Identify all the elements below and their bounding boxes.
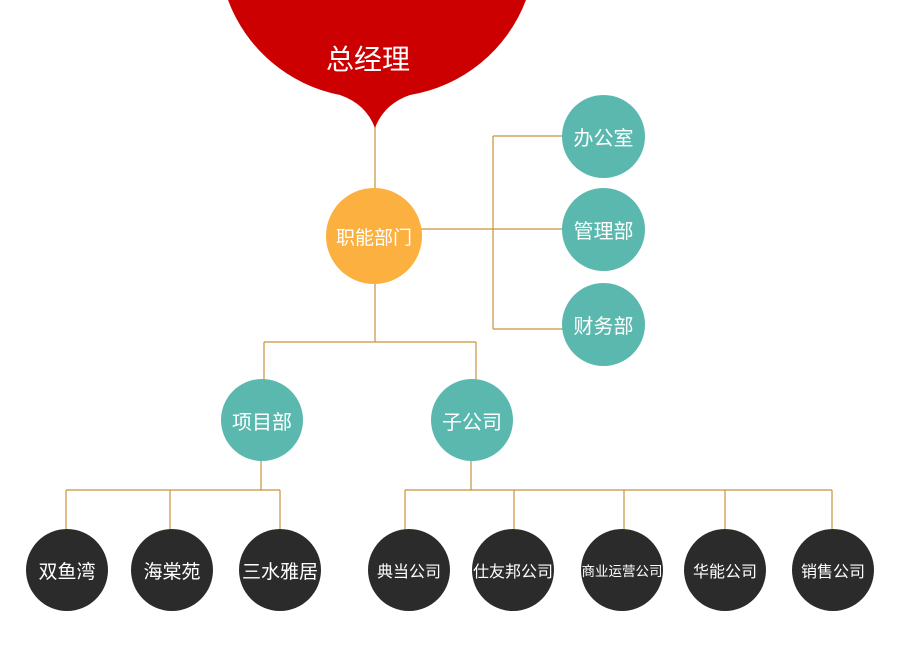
finance-dept-node: 财务部 [562,283,645,366]
root-drop-shape [228,0,526,128]
project-shuangyuwan-node: 双鱼湾 [26,529,108,611]
subsidiary-sales-node: 销售公司 [792,529,874,611]
subsidiary-commercial-ops-node: 商业运营公司 [581,529,663,611]
functional-dept-node: 职能部门 [326,188,422,284]
management-dept-node: 管理部 [562,188,645,271]
project-dept-node: 项目部 [221,379,303,461]
subsidiary-node: 子公司 [431,379,513,461]
office-node: 办公室 [562,95,645,178]
project-sanshuiyaju-node: 三水雅居 [239,529,321,611]
subsidiary-shiyoubang-node: 仕友邦公司 [472,529,554,611]
subsidiary-huaneng-node: 华能公司 [684,529,766,611]
subsidiary-pawn-node: 典当公司 [368,529,450,611]
project-haitangyuan-node: 海棠苑 [131,529,213,611]
root-label: 总经理 [325,43,410,76]
